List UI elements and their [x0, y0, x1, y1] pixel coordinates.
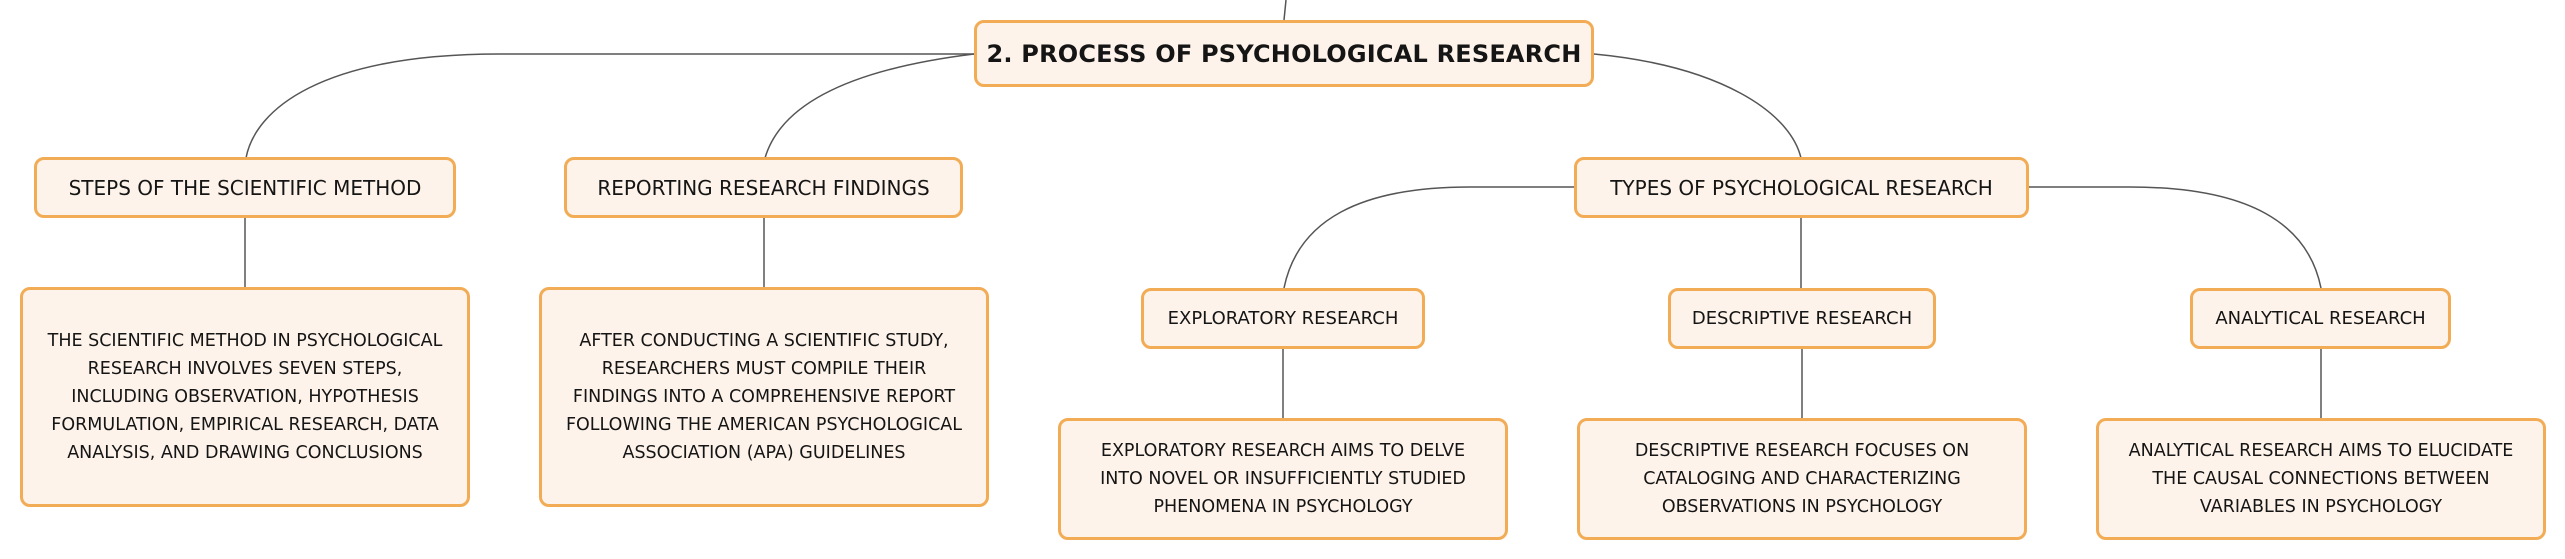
connector-root-incoming	[1283, 0, 1287, 21]
detail-analytical-research[interactable]: ANALYTICAL RESEARCH AIMS TO ELUCIDATE TH…	[2096, 418, 2546, 540]
node-exploratory-research[interactable]: EXPLORATORY RESEARCH	[1141, 288, 1425, 349]
connector-root-to-reporting	[764, 53, 975, 159]
detail-analytical-research-text: ANALYTICAL RESEARCH AIMS TO ELUCIDATE TH…	[2128, 441, 2514, 517]
detail-exploratory-research[interactable]: EXPLORATORY RESEARCH AIMS TO DELVE INTO …	[1058, 418, 1508, 540]
node-scientific-method[interactable]: STEPS OF THE SCIENTIFIC METHOD	[34, 157, 456, 218]
root-node-title: 2. PROCESS OF PSYCHOLOGICAL RESEARCH	[986, 39, 1582, 68]
node-types-of-research-title: TYPES OF PSYCHOLOGICAL RESEARCH	[1610, 175, 1993, 200]
node-analytical-research-title: ANALYTICAL RESEARCH	[2215, 308, 2426, 329]
node-descriptive-research[interactable]: DESCRIPTIVE RESEARCH	[1668, 288, 1936, 349]
node-types-of-research[interactable]: TYPES OF PSYCHOLOGICAL RESEARCH	[1574, 157, 2029, 218]
connector-root-to-types	[1593, 53, 1802, 159]
node-descriptive-research-title: DESCRIPTIVE RESEARCH	[1691, 308, 1913, 329]
node-reporting-findings[interactable]: REPORTING RESEARCH FINDINGS	[564, 157, 963, 218]
node-reporting-findings-title: REPORTING RESEARCH FINDINGS	[597, 175, 930, 200]
connector-types-to-analytical	[2029, 186, 2322, 289]
detail-exploratory-research-text: EXPLORATORY RESEARCH AIMS TO DELVE INTO …	[1100, 441, 1466, 517]
node-scientific-method-title: STEPS OF THE SCIENTIFIC METHOD	[68, 175, 422, 200]
connector-root-to-scientific-method	[245, 53, 974, 159]
detail-descriptive-research-text: DESCRIPTIVE RESEARCH FOCUSES ON CATALOGI…	[1634, 441, 1970, 517]
node-analytical-research[interactable]: ANALYTICAL RESEARCH	[2190, 288, 2451, 349]
detail-scientific-method-text: THE SCIENTIFIC METHOD IN PSYCHOLOGICAL R…	[47, 331, 443, 463]
detail-scientific-method[interactable]: THE SCIENTIFIC METHOD IN PSYCHOLOGICAL R…	[20, 287, 470, 507]
connector-types-to-exploratory	[1283, 186, 1574, 289]
node-exploratory-research-title: EXPLORATORY RESEARCH	[1167, 308, 1399, 329]
root-node[interactable]: 2. PROCESS OF PSYCHOLOGICAL RESEARCH	[974, 20, 1594, 87]
detail-reporting-findings-text: AFTER CONDUCTING A SCIENTIFIC STUDY, RES…	[565, 331, 963, 463]
detail-descriptive-research[interactable]: DESCRIPTIVE RESEARCH FOCUSES ON CATALOGI…	[1577, 418, 2027, 540]
detail-reporting-findings[interactable]: AFTER CONDUCTING A SCIENTIFIC STUDY, RES…	[539, 287, 989, 507]
